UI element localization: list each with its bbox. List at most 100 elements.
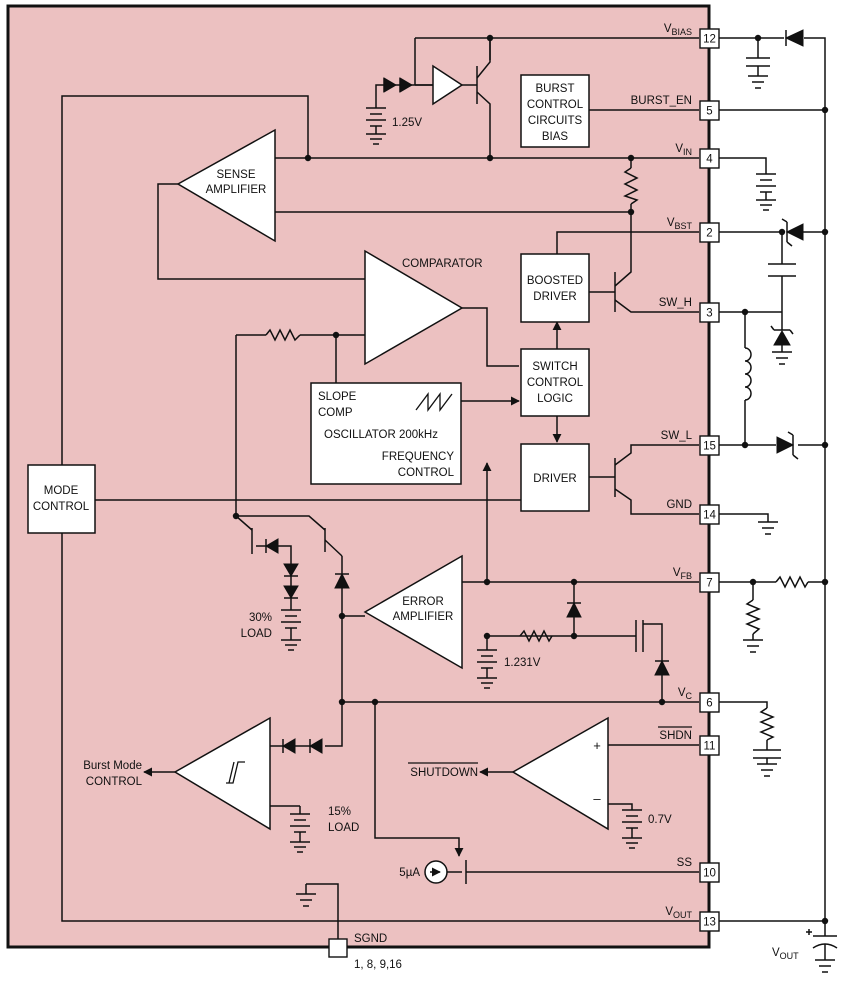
pin-label: SW_H bbox=[659, 297, 692, 309]
vout-ext-sub: OUT bbox=[780, 951, 800, 961]
sgnd-pins-label: 1, 8, 9,16 bbox=[354, 959, 402, 971]
pin-3: 3 SW_H bbox=[659, 297, 720, 323]
burst-comparator bbox=[173, 716, 271, 831]
pin-14: 14 GND bbox=[666, 499, 720, 525]
boost-cap bbox=[768, 263, 796, 277]
bias-buffer bbox=[432, 64, 464, 106]
boost-diode bbox=[781, 218, 804, 247]
pin-label-sub: IN bbox=[683, 147, 692, 157]
pin-label: SS bbox=[677, 857, 693, 869]
pin-label-base: SHDN bbox=[659, 730, 692, 742]
slope-comp-line2: COMP bbox=[318, 407, 353, 419]
vout-ext-base: V bbox=[772, 947, 780, 959]
pin-label-sub: OUT bbox=[673, 910, 693, 920]
clamp-resistor bbox=[519, 629, 553, 643]
load30-diodes bbox=[265, 538, 299, 599]
pin-group: 12VBIAS5BURST_EN4VIN2VBST3SW_H15SW_L14GN… bbox=[631, 23, 720, 932]
error-amp-line1: ERROR bbox=[402, 596, 444, 608]
slope-comp-line1: SLOPE bbox=[318, 391, 357, 403]
boosted-driver-line2: DRIVER bbox=[533, 291, 576, 303]
shutdown-comparator: + – bbox=[511, 716, 609, 831]
mode-control-block: MODE CONTROL bbox=[27, 464, 96, 534]
external-dots bbox=[741, 34, 829, 925]
pin-box bbox=[699, 148, 720, 169]
frequency-control-line1: FREQUENCY bbox=[382, 451, 455, 463]
inductor bbox=[744, 347, 752, 401]
gnd-ground-icon bbox=[758, 521, 778, 535]
switch-logic-line3: LOGIC bbox=[537, 393, 573, 405]
pin-4: 4 VIN bbox=[675, 143, 720, 169]
pin-label: BURST_EN bbox=[631, 95, 692, 107]
pin-number: 13 bbox=[703, 917, 716, 929]
pin-label: GND bbox=[666, 499, 692, 511]
vbias-cap bbox=[746, 57, 770, 89]
pin-number: 3 bbox=[706, 308, 712, 320]
fb-ground-icon bbox=[743, 639, 763, 653]
sgnd-label: SGND bbox=[354, 933, 387, 945]
ref-1231-battery bbox=[477, 649, 497, 689]
pin-label-base: SW_H bbox=[659, 297, 692, 309]
pin-box bbox=[699, 222, 720, 243]
pin-label-sub: FB bbox=[680, 571, 692, 581]
switch-logic-line1: SWITCH bbox=[532, 361, 577, 373]
boosted-driver-line1: BOOSTED bbox=[527, 275, 583, 287]
burst-bias-line3: CIRCUITS bbox=[528, 115, 583, 127]
pin-label-base: V bbox=[665, 906, 673, 918]
burst-bias-line4: BIAS bbox=[542, 131, 569, 143]
pin-number: 4 bbox=[706, 154, 713, 166]
pin-13: 13 VOUT bbox=[665, 906, 720, 932]
pin-label-base: BURST_EN bbox=[631, 95, 692, 107]
comparator: COMPARATOR bbox=[364, 249, 483, 366]
load15-line2: LOAD bbox=[328, 822, 359, 834]
pin-label-sub: C bbox=[686, 691, 693, 701]
vbias-diode bbox=[784, 29, 804, 47]
ref-125-label: 1.25V bbox=[392, 117, 422, 129]
burst-bias-line1: BURST bbox=[536, 83, 575, 95]
pin-label-base: V bbox=[667, 217, 675, 229]
pin-number: 5 bbox=[706, 106, 712, 118]
ref-125-battery bbox=[366, 96, 386, 145]
sense-amplifier: SENSE AMPLIFIER bbox=[176, 128, 276, 243]
external-wiring bbox=[718, 37, 826, 936]
load15-battery bbox=[290, 806, 310, 853]
fb-top-resistor bbox=[775, 575, 809, 589]
pin-number: 14 bbox=[703, 510, 716, 522]
shutdown-label: SHUTDOWN bbox=[410, 767, 478, 779]
sgnd-ground-icon bbox=[296, 884, 316, 907]
burst-bias-line2: CONTROL bbox=[527, 99, 584, 111]
oscillator-block: SLOPE COMP OSCILLATOR 200kHz FREQUENCY C… bbox=[310, 382, 462, 485]
pin-label-base: SS bbox=[677, 857, 693, 869]
pin-label: SW_L bbox=[661, 430, 693, 442]
pin-box bbox=[699, 100, 720, 121]
sense-amp-line2: AMPLIFIER bbox=[206, 184, 267, 196]
pin-box bbox=[699, 435, 720, 456]
vc-resistor bbox=[759, 707, 775, 741]
pin-number: 11 bbox=[704, 741, 716, 753]
pin-label: SHDN bbox=[659, 730, 692, 742]
pin-box bbox=[699, 862, 720, 883]
ref-07-label: 0.7V bbox=[648, 814, 672, 826]
junction-dots bbox=[232, 34, 666, 706]
vout-cap bbox=[806, 929, 838, 973]
oscillator-name: OSCILLATOR 200kHz bbox=[324, 429, 438, 441]
pin-box bbox=[699, 735, 720, 756]
load15-line1: 15% bbox=[328, 806, 351, 818]
pin-label-base: SW_L bbox=[661, 430, 693, 442]
pin-label-base: V bbox=[673, 567, 681, 579]
load30-line2: LOAD bbox=[241, 628, 272, 640]
pin-box bbox=[699, 504, 720, 525]
ref-125-diodes bbox=[383, 77, 413, 93]
pin-label-sub: BIAS bbox=[671, 27, 692, 37]
pin-label-base: GND bbox=[666, 499, 692, 511]
pin-label-base: V bbox=[675, 143, 683, 155]
load30-line1: 30% bbox=[249, 612, 272, 624]
vfb-clamp-diode bbox=[566, 601, 582, 618]
burst-mode-line1: Burst Mode bbox=[83, 760, 142, 772]
pin-5: 5 BURST_EN bbox=[631, 95, 720, 121]
pin-label-base: V bbox=[678, 687, 686, 699]
